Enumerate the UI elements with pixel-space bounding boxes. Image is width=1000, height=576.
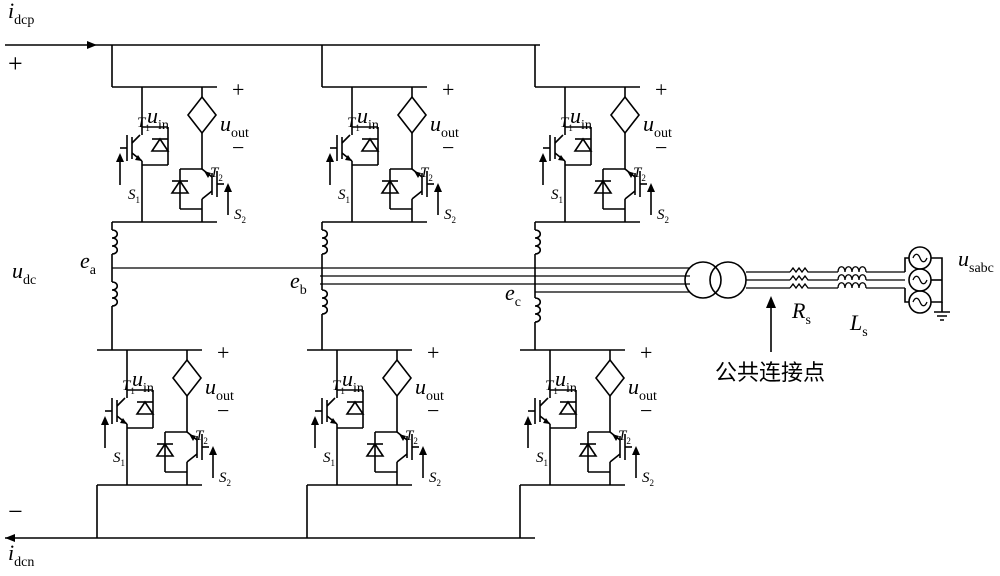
arm-inductor-upper-0 bbox=[111, 229, 119, 255]
label-plus: + bbox=[640, 340, 652, 365]
submodule-lower-2 bbox=[520, 349, 640, 486]
label-minus: − bbox=[232, 135, 244, 160]
label-u-out: uout bbox=[205, 374, 234, 404]
arm-inductor-lower-0 bbox=[111, 281, 119, 307]
label-dc-minus: − bbox=[8, 497, 23, 526]
transformer-primary bbox=[684, 261, 722, 299]
label-s1: S1 bbox=[128, 187, 140, 205]
label-u-in: uin bbox=[570, 103, 592, 133]
label-u-in: uin bbox=[357, 103, 379, 133]
submodule-lower-1 bbox=[307, 349, 427, 486]
label-s1: S1 bbox=[113, 450, 125, 468]
label-s1: S1 bbox=[536, 450, 548, 468]
label-t2: T2 bbox=[405, 428, 418, 446]
label-s1: S1 bbox=[551, 187, 563, 205]
label-plus: + bbox=[427, 340, 439, 365]
arm-inductor-upper-1 bbox=[321, 229, 329, 255]
resistor-0 bbox=[789, 266, 811, 274]
label-plus: + bbox=[442, 77, 454, 102]
label-s2: S2 bbox=[642, 470, 654, 488]
label-s2: S2 bbox=[657, 207, 669, 225]
label-t1: T1 bbox=[122, 378, 135, 396]
label-minus: − bbox=[442, 135, 454, 160]
label-s1: S1 bbox=[323, 450, 335, 468]
label-minus: − bbox=[217, 398, 229, 423]
line-inductor-2 bbox=[837, 282, 867, 289]
label-u-out: uout bbox=[415, 374, 444, 404]
label-u-out: uout bbox=[220, 111, 249, 141]
label-plus: + bbox=[655, 77, 667, 102]
label-e-b: eb bbox=[290, 268, 307, 298]
submodule-upper-1 bbox=[322, 86, 442, 223]
label-i-dcn: idcn bbox=[8, 540, 34, 570]
label-u-dc: udc bbox=[12, 258, 36, 288]
ground-icon bbox=[934, 311, 950, 321]
arm-inductor-lower-2 bbox=[534, 297, 542, 323]
label-u-sabc: usabc bbox=[958, 246, 994, 276]
label-t2: T2 bbox=[618, 428, 631, 446]
label-s1: S1 bbox=[338, 187, 350, 205]
label-u-in: uin bbox=[555, 366, 577, 396]
submodule-upper-2 bbox=[535, 86, 655, 223]
label-e-c: ec bbox=[505, 280, 521, 310]
label-r-s: Rs bbox=[791, 298, 811, 328]
label-t1: T1 bbox=[347, 115, 360, 133]
label-s2: S2 bbox=[219, 470, 231, 488]
label-i-dcp: idcp bbox=[8, 0, 34, 28]
wire bbox=[904, 288, 909, 303]
label-t1: T1 bbox=[137, 115, 150, 133]
arm-inductor-upper-2 bbox=[534, 229, 542, 255]
label-plus: + bbox=[217, 340, 229, 365]
label-u-out: uout bbox=[628, 374, 657, 404]
label-u-in: uin bbox=[132, 366, 154, 396]
label-e-a: ea bbox=[80, 248, 97, 278]
label-t1: T1 bbox=[560, 115, 573, 133]
label-t2: T2 bbox=[210, 165, 223, 183]
label-minus: − bbox=[427, 398, 439, 423]
submodule-upper-0 bbox=[112, 86, 232, 223]
label-u-out: uout bbox=[430, 111, 459, 141]
line-inductor-0 bbox=[837, 266, 867, 273]
pcc-arrow-head bbox=[766, 296, 776, 308]
label-u-in: uin bbox=[342, 366, 364, 396]
label-t2: T2 bbox=[420, 165, 433, 183]
label-pcc: 公共连接点 bbox=[715, 361, 825, 386]
label-s2: S2 bbox=[234, 207, 246, 225]
resistor-2 bbox=[789, 282, 811, 290]
submodule-lower-0 bbox=[97, 349, 217, 486]
label-l-s: Ls bbox=[849, 310, 868, 340]
label-plus: + bbox=[232, 77, 244, 102]
label-minus: − bbox=[640, 398, 652, 423]
label-s2: S2 bbox=[429, 470, 441, 488]
arm-inductor-lower-1 bbox=[321, 289, 329, 315]
label-t1: T1 bbox=[332, 378, 345, 396]
label-u-in: uin bbox=[147, 103, 169, 133]
wire bbox=[904, 257, 909, 272]
label-u-out: uout bbox=[643, 111, 672, 141]
label-t2: T2 bbox=[195, 428, 208, 446]
resistor-1 bbox=[789, 274, 811, 282]
line-inductor-1 bbox=[837, 274, 867, 281]
label-s2: S2 bbox=[444, 207, 456, 225]
label-dc-plus: + bbox=[8, 49, 23, 78]
label-minus: − bbox=[655, 135, 667, 160]
label-t2: T2 bbox=[633, 165, 646, 183]
label-t1: T1 bbox=[545, 378, 558, 396]
